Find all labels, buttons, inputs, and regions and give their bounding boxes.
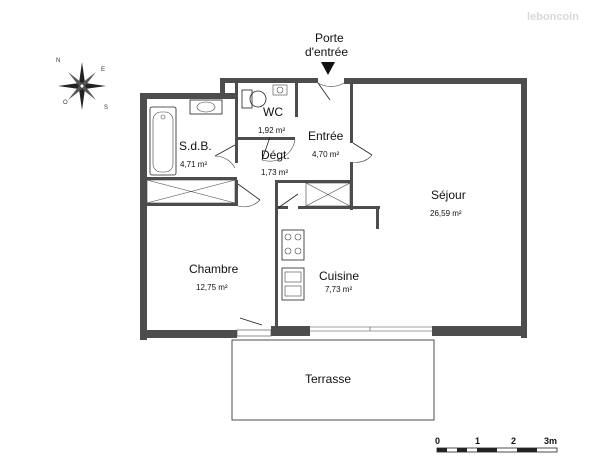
compass-n: N — [56, 58, 60, 64]
compass-rose: N E S O — [56, 58, 108, 111]
room-chambre-area: 12,75 m² — [196, 283, 228, 292]
room-entree-name: Entrée — [308, 129, 344, 143]
room-chambre-name: Chambre — [189, 262, 239, 276]
room-entree-area: 4,70 m² — [312, 150, 339, 159]
interior-walls — [147, 83, 380, 330]
scale-tick-3: 3m — [544, 436, 557, 446]
scale-bar: 0 1 2 3m — [435, 436, 558, 453]
room-terrasse-name: Terrasse — [305, 372, 351, 386]
doors — [214, 82, 432, 337]
compass-s: S — [104, 105, 108, 111]
room-wc-area: 1,92 m² — [258, 126, 285, 135]
entry-arrow-icon — [321, 62, 335, 75]
room-sejour-name: Séjour — [431, 188, 466, 202]
scale-tick-1: 1 — [475, 436, 480, 446]
outer-walls — [140, 78, 527, 340]
room-sdb-name: S.d.B. — [179, 139, 212, 153]
room-degt-area: 1,73 m² — [261, 168, 288, 177]
room-cuisine-name: Cuisine — [319, 269, 359, 283]
scale-tick-0: 0 — [435, 436, 440, 446]
entry-label-line1: Porte — [315, 31, 344, 45]
brand-watermark: leboncoin — [527, 11, 579, 23]
room-sejour-area: 26,59 m² — [430, 209, 462, 218]
compass-o: O — [63, 100, 68, 106]
closets — [146, 179, 351, 207]
terrace-outline — [231, 339, 435, 421]
room-wc-name: WC — [263, 105, 283, 119]
compass-e: E — [101, 67, 105, 73]
room-sdb-area: 4,71 m² — [180, 160, 207, 169]
scale-tick-2: 2 — [511, 436, 516, 446]
entry-label-line2: d'entrée — [305, 45, 348, 59]
room-cuisine-area: 7,73 m² — [325, 285, 352, 294]
room-degt-name: Dégt. — [261, 148, 290, 162]
fixtures — [149, 84, 305, 301]
